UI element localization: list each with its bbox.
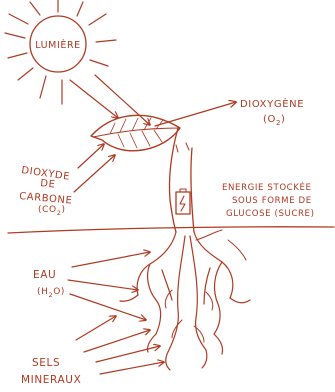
energy-line1: ENERGIE STOCKÉE <box>222 181 312 193</box>
light-arrows <box>70 75 150 125</box>
salts-line2: MINERAUX <box>21 374 81 386</box>
salts-arrow <box>76 316 116 340</box>
water-arrow <box>68 280 138 290</box>
water-name: EAU <box>33 269 56 281</box>
co2-formula-close: ) <box>61 205 65 215</box>
water-formula-close: O) <box>53 287 65 297</box>
co2-formula: (CO2) <box>38 205 66 217</box>
salts-arrows <box>76 316 164 374</box>
co2-arrow <box>78 144 104 168</box>
salts-arrow <box>100 362 164 374</box>
battery-icon <box>176 189 190 214</box>
stem <box>169 128 194 232</box>
oxygen-name: DIOXYGÈNE <box>240 97 304 110</box>
roots <box>120 230 250 370</box>
oxygen-formula: (O2) <box>263 114 286 127</box>
leaf-veins <box>110 118 163 148</box>
leaf <box>91 115 180 150</box>
sun: LUMIÈRE <box>5 0 116 104</box>
co2-formula-open: (CO <box>38 205 57 215</box>
oxygen-formula-open: (O <box>263 114 276 125</box>
water-formula: (H2O) <box>37 287 65 299</box>
salts-line1: SELS <box>32 357 60 369</box>
oxygen-arrow <box>155 102 236 126</box>
energy-label: ENERGIE STOCKÉE SOUS FORME DE GLUCOSE (S… <box>222 181 315 219</box>
co2-arrow <box>74 155 115 192</box>
ground-line <box>8 227 334 233</box>
oxygen-formula-close: ) <box>281 114 286 125</box>
salts-arrow <box>84 330 150 352</box>
energy-line3: GLUCOSE (SUCRE) <box>226 209 315 219</box>
water-formula-open: (H <box>37 287 48 297</box>
water-arrow <box>72 252 150 267</box>
co2-name-line2: DE <box>40 178 56 191</box>
co2-arrows <box>74 144 115 192</box>
sun-label: LUMIÈRE <box>35 39 81 51</box>
leaf-midrib <box>93 128 180 137</box>
salts-arrow <box>96 346 160 362</box>
energy-line2: SOUS FORME DE <box>232 196 312 206</box>
co2-label: DIOXYDE DE CARBONE (CO2) <box>19 165 73 217</box>
light-arrow <box>70 80 118 118</box>
oxygen-label: DIOXYGÈNE (O2) <box>240 97 304 127</box>
salts-label: SELS MINERAUX <box>21 357 81 386</box>
water-label: EAU (H2O) <box>33 269 65 299</box>
